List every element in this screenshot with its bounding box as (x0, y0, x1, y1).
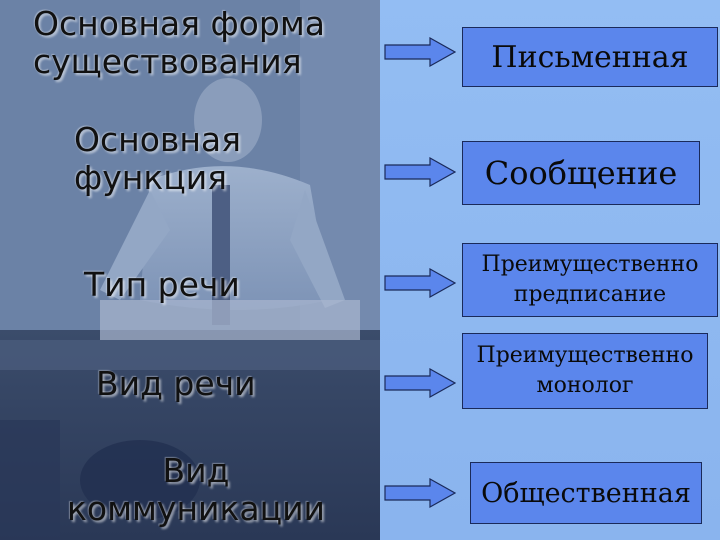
label-speech-type: Тип речи (84, 265, 240, 304)
label-speech-kind: Вид речи (96, 364, 256, 403)
right-arrow-icon (384, 157, 456, 187)
background-photo (0, 0, 380, 540)
right-arrow-icon (384, 37, 456, 67)
label-communication-kind: Вид коммуникации (67, 451, 325, 528)
label-main-form: Основная форма существования (33, 4, 325, 81)
value-box-written: Письменная (462, 27, 718, 87)
value-box-message: Сообщение (462, 141, 700, 205)
label-main-function: Основная функция (74, 120, 241, 197)
value-box-monologue: Преимущественно монолог (462, 333, 708, 409)
photo-illustration (0, 0, 380, 540)
right-arrow-icon (384, 268, 456, 298)
value-box-public: Общественная (470, 462, 702, 524)
right-arrow-icon (384, 478, 456, 508)
value-box-prescription: Преимущественно предписание (462, 243, 718, 317)
right-arrow-icon (384, 368, 456, 398)
